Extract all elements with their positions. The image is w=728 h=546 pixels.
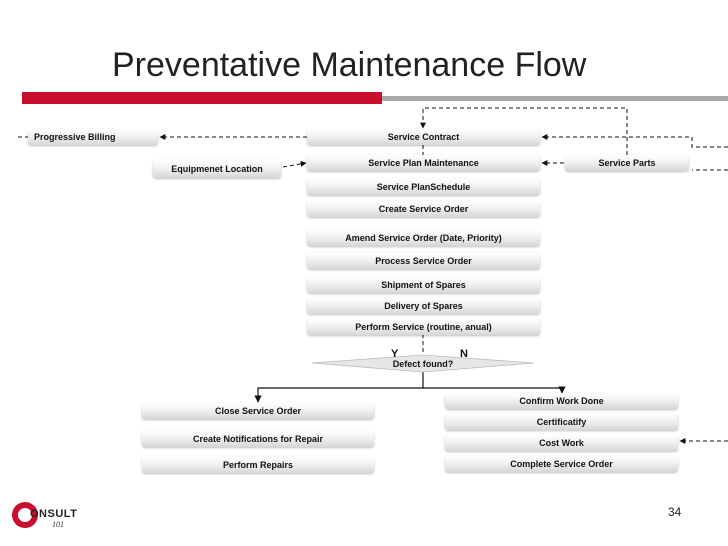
logo-text: ONSULT: [30, 508, 78, 520]
box-create-service-order: Create Service Order: [307, 201, 540, 217]
decision-no-label: N: [460, 348, 468, 360]
box-perform-repairs: Perform Repairs: [142, 457, 374, 473]
box-process-service-order: Process Service Order: [307, 253, 540, 269]
decision-shape: [311, 354, 535, 373]
box-progressive-billing: Progressive Billing: [28, 129, 158, 145]
title-divider-bar: [382, 96, 728, 101]
connector-parts-loop: [420, 107, 628, 155]
box-shipment-of-spares: Shipment of Spares: [307, 277, 540, 293]
box-service-plan-maintenance: Service Plan Maintenance: [307, 155, 540, 171]
connector-no-branch: [423, 386, 566, 394]
box-delivery-of-spares: Delivery of Spares: [307, 298, 540, 314]
box-complete-service-order: Complete Service Order: [445, 456, 678, 472]
connector-contract-right-loop: [541, 134, 728, 148]
decision-yes-label: Y: [391, 348, 399, 360]
box-service-plan-schedule: Service PlanSchedule: [307, 179, 540, 195]
logo-subtext: 101: [52, 520, 64, 529]
page-title: Preventative Maintenance Flow: [112, 46, 587, 84]
box-service-parts: Service Parts: [565, 155, 689, 171]
box-amend-service-order: Amend Service Order (Date, Priority): [307, 230, 540, 246]
box-defect-found: Defect found?: [392, 359, 454, 369]
box-perform-service: Perform Service (routine, anual): [307, 319, 540, 335]
box-confirm-work-done: Confirm Work Done: [445, 393, 678, 409]
box-cost-work: Cost Work: [445, 435, 678, 451]
consult-logo: ONSULT 101: [12, 500, 82, 536]
box-equipment-location: Equipmenet Location: [153, 160, 281, 178]
box-create-notifications: Create Notifications for Repair: [142, 431, 374, 447]
box-certificatify: Certificatify: [445, 414, 678, 430]
connector-yes-branch: [254, 372, 424, 403]
connector-location-to-plan: [282, 160, 307, 168]
logo-c-mark: [12, 502, 38, 528]
page-number: 34: [668, 505, 682, 519]
box-close-service-order: Close Service Order: [142, 403, 374, 419]
title-accent-bar: [22, 92, 382, 104]
box-service-contract: Service Contract: [307, 129, 540, 145]
